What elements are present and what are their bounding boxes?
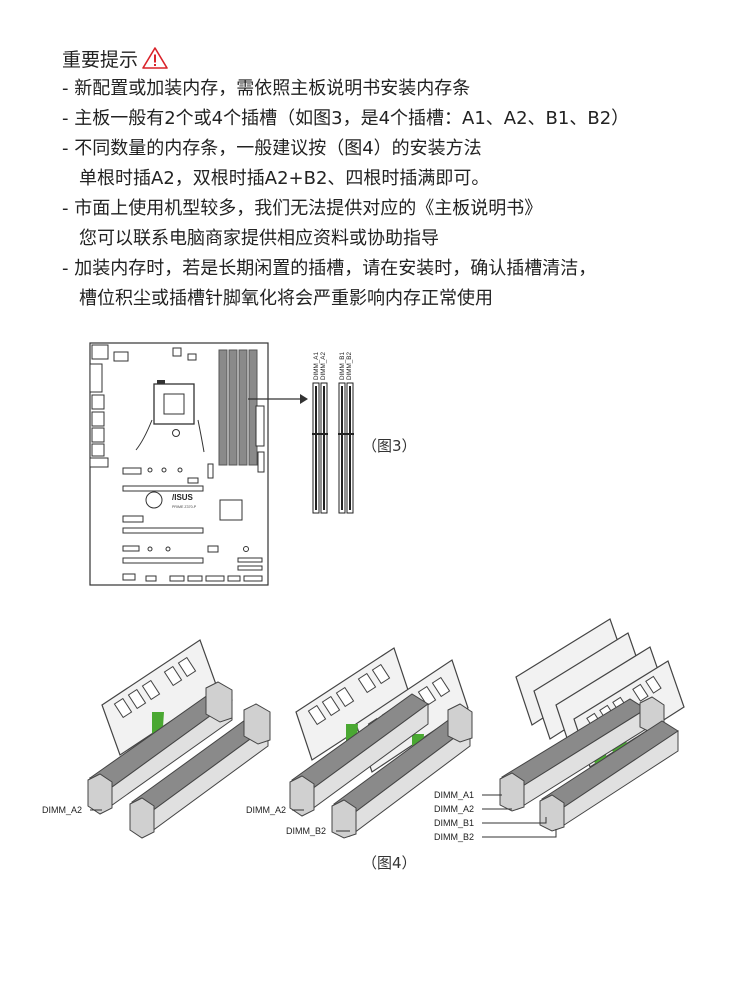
dimm-a2-label: DIMM_A2 (42, 805, 82, 815)
dimm-slot (289, 693, 429, 817)
dimm-b2-label: DIMM_B2 (286, 826, 326, 836)
board-logo: /ISUS (172, 493, 194, 502)
dimm-slot (129, 703, 271, 839)
install-two-modules: DIMM_A2 DIMM_B2 (246, 647, 473, 839)
slot-label-a1: DIMM_A1 (313, 352, 320, 380)
slot-label-b1: DIMM_B1 (339, 352, 346, 380)
note-line: 您可以联系电脑商家提供相应资料或协助指导 (79, 228, 439, 249)
dimm-b1-label: DIMM_B1 (434, 818, 474, 828)
slot-label-a2: DIMM_A2 (320, 352, 327, 380)
note-line: - 市面上使用机型较多，我们无法提供对应的《主板说明书》 (62, 198, 543, 219)
note-line: - 主板一般有2个或4个插槽（如图3，是4个插槽：A1、A2、B1、B2） (62, 108, 630, 129)
note-line: 单根时插A2，双根时插A2+B2、四根时插满即可。 (79, 168, 490, 189)
note-line: - 新配置或加装内存，需依照主板说明书安装内存条 (62, 78, 471, 99)
dimm-b2-label: DIMM_B2 (434, 832, 474, 842)
board-model: PRIME Z370-P (172, 505, 197, 509)
note-line: - 加装内存时，若是长期闲置的插槽，请在安装时，确认插槽清洁， (62, 258, 597, 279)
warning-icon (142, 47, 168, 69)
note-line: 槽位积尘或插槽针脚氧化将会严重影响内存正常使用 (79, 288, 493, 309)
dimm-slot (539, 720, 679, 832)
pointer-arrow (248, 394, 308, 404)
notes-title: 重要提示 (62, 48, 139, 71)
note-line: - 不同数量的内存条，一般建议按（图4）的安装方法 (62, 138, 482, 159)
dimm-slot (87, 681, 233, 815)
install-single-module: DIMM_A2 (42, 639, 271, 839)
dimm-slots-closeup: DIMM_A1 DIMM_A2 DIMM_B1 DIMM_B2 (312, 352, 354, 514)
important-notes: 重要提示 - 新配置或加装内存，需依照主板说明书安装内存条 - 主板一般有2个或… (62, 42, 732, 314)
motherboard-diagram: /ISUS PRIME Z370-P (89, 342, 269, 586)
figure-3-caption: （图3） (362, 437, 417, 455)
dimm-slot (331, 703, 473, 839)
slot-label-b2: DIMM_B2 (346, 352, 353, 380)
dimm-slot (499, 696, 665, 812)
dimm-a2-label: DIMM_A2 (434, 804, 474, 814)
dimm-a1-label: DIMM_A1 (434, 790, 474, 800)
ram-module (101, 639, 219, 756)
install-four-modules: DIMM_A1 DIMM_A2 DIMM_B1 DIMM_B2 (434, 618, 685, 842)
dimm-a2-label: DIMM_A2 (246, 805, 286, 815)
figure-4-caption: （图4） (362, 854, 417, 872)
